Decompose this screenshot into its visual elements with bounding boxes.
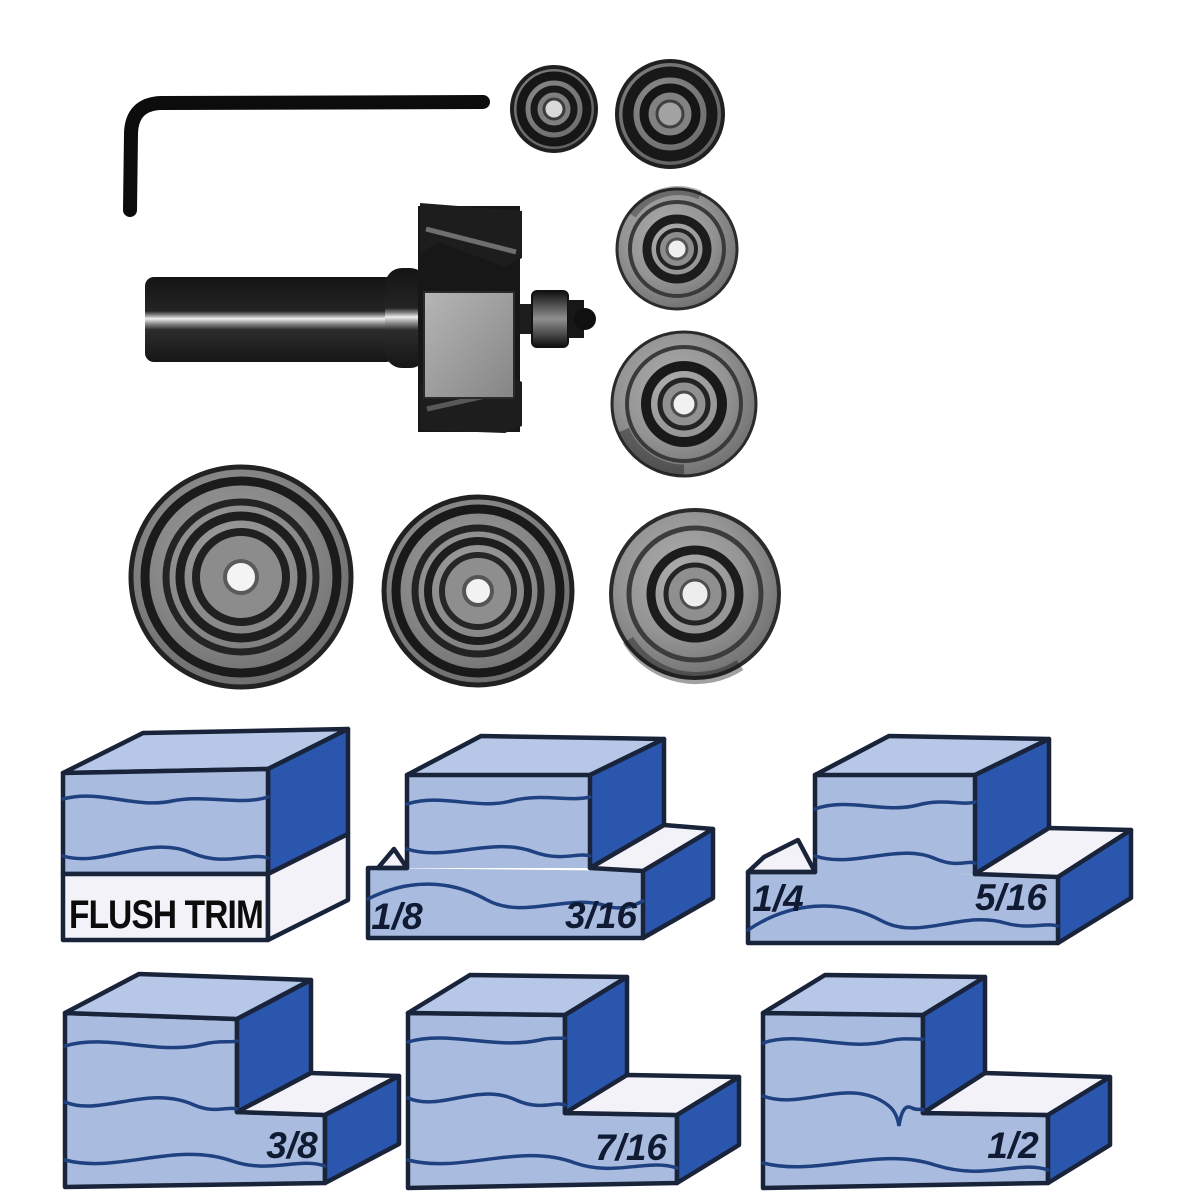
trim-band-right (265, 831, 351, 943)
wood-grain (813, 851, 977, 866)
bit-top-flute (420, 203, 522, 267)
ledge-right-face (674, 1074, 742, 1186)
outline-edges (365, 772, 646, 941)
bearing-small-1 (510, 65, 598, 153)
bearing-ring (516, 71, 592, 147)
wood-grain (761, 1091, 925, 1127)
diagram-rabbet-7-16: 7/16 (405, 972, 742, 1191)
diagram-label-3-8: 3/8 (266, 1125, 318, 1166)
bearing-ring (626, 525, 764, 663)
diagram-flush-trim: FLUSH TRIM (60, 726, 351, 943)
diagram-label-1-2: 1/2 (987, 1125, 1039, 1166)
bearing-ring (646, 545, 744, 643)
bearing-medium-2 (610, 330, 758, 478)
bearing-hole (679, 578, 711, 610)
bit-nut-tip (574, 308, 596, 330)
diagram-label-1-8: 1/8 (371, 896, 423, 937)
wood-grain (63, 1096, 239, 1112)
bearing-hole (223, 559, 259, 595)
bearing-washer (609, 508, 781, 685)
wood-grain (405, 844, 592, 859)
bearing-ring (625, 345, 743, 463)
upper-front-face (815, 775, 975, 874)
bearing-ring (175, 511, 307, 643)
wood-grain (63, 1152, 327, 1168)
bearing-ring (391, 504, 565, 678)
bearing-ring (628, 200, 726, 298)
bit-collar (385, 268, 427, 368)
base-front-face (748, 872, 1058, 943)
bit-pilot-shaft (520, 304, 532, 334)
wood-grain (61, 845, 270, 861)
bearing-ring (411, 524, 545, 658)
wood-grain (405, 795, 592, 806)
rabbeting-router-bit (145, 203, 596, 433)
size-diagrams: FLUSH TRIM 1/8 3/16 (60, 726, 1134, 1191)
diagram-label-flush-trim: FLUSH TRIM (69, 893, 263, 937)
bearing-hole (665, 237, 689, 261)
wood-grain (813, 800, 977, 811)
diagram-rabbet-1-4-5-16: 1/4 5/16 (745, 733, 1134, 946)
diagram-label-5-16: 5/16 (975, 877, 1047, 918)
bearing-large-1 (128, 464, 354, 690)
bearing-ring (424, 537, 532, 645)
bearing-hole (655, 99, 685, 129)
left-ledge-wedge (375, 846, 410, 871)
diagram-rabbet-1-8-3-16: 1/8 3/16 (365, 733, 716, 941)
base-right-face (1055, 827, 1134, 946)
wood-grain (761, 1037, 925, 1046)
bearing-medium-1 (615, 186, 739, 311)
bit-top-cutting-edge (425, 226, 517, 255)
wood-grain (366, 882, 645, 910)
bit-pilot-bearing (531, 290, 569, 348)
bearing-set (128, 59, 781, 690)
bearing-shading (618, 427, 685, 476)
wood-grain (761, 1156, 1050, 1173)
bearing-large-2 (381, 494, 575, 688)
bit-shank (145, 277, 395, 362)
diagram-label-7-16: 7/16 (595, 1127, 667, 1168)
bearing-hole (462, 575, 494, 607)
bearing-ring (140, 476, 342, 678)
diagram-label-3-16: 3/16 (565, 895, 637, 936)
bearing-shading (622, 636, 744, 685)
bearing-shading (628, 186, 702, 218)
bearing-ring (642, 214, 712, 284)
wood-grain (406, 1153, 679, 1171)
hex-key (123, 95, 490, 217)
wood-grain (61, 794, 270, 805)
ledge-right-face (322, 1073, 402, 1186)
product-photo (123, 59, 781, 690)
wood-grain (406, 1092, 567, 1108)
wood-grain (406, 1036, 567, 1045)
bit-carbide-face (423, 291, 515, 399)
diagram-rabbet-1-2: 1/2 (760, 972, 1113, 1191)
base-right-face (640, 826, 716, 941)
diagram-rabbet-3-8: 3/8 (62, 971, 402, 1190)
wood-grain (746, 904, 1060, 932)
bearing-small-2 (615, 59, 725, 169)
bearing-ring (162, 498, 320, 656)
bearing-hole (670, 390, 698, 418)
hex-key-shape (123, 95, 490, 217)
left-ledge-top (745, 837, 818, 875)
bearing-hole (542, 97, 566, 121)
diagram-label-1-4: 1/4 (752, 878, 803, 919)
bearing-ring (622, 66, 718, 162)
ledge-right-face (1045, 1074, 1113, 1186)
bearing-ring (641, 361, 727, 447)
wood-grain (63, 1039, 239, 1050)
